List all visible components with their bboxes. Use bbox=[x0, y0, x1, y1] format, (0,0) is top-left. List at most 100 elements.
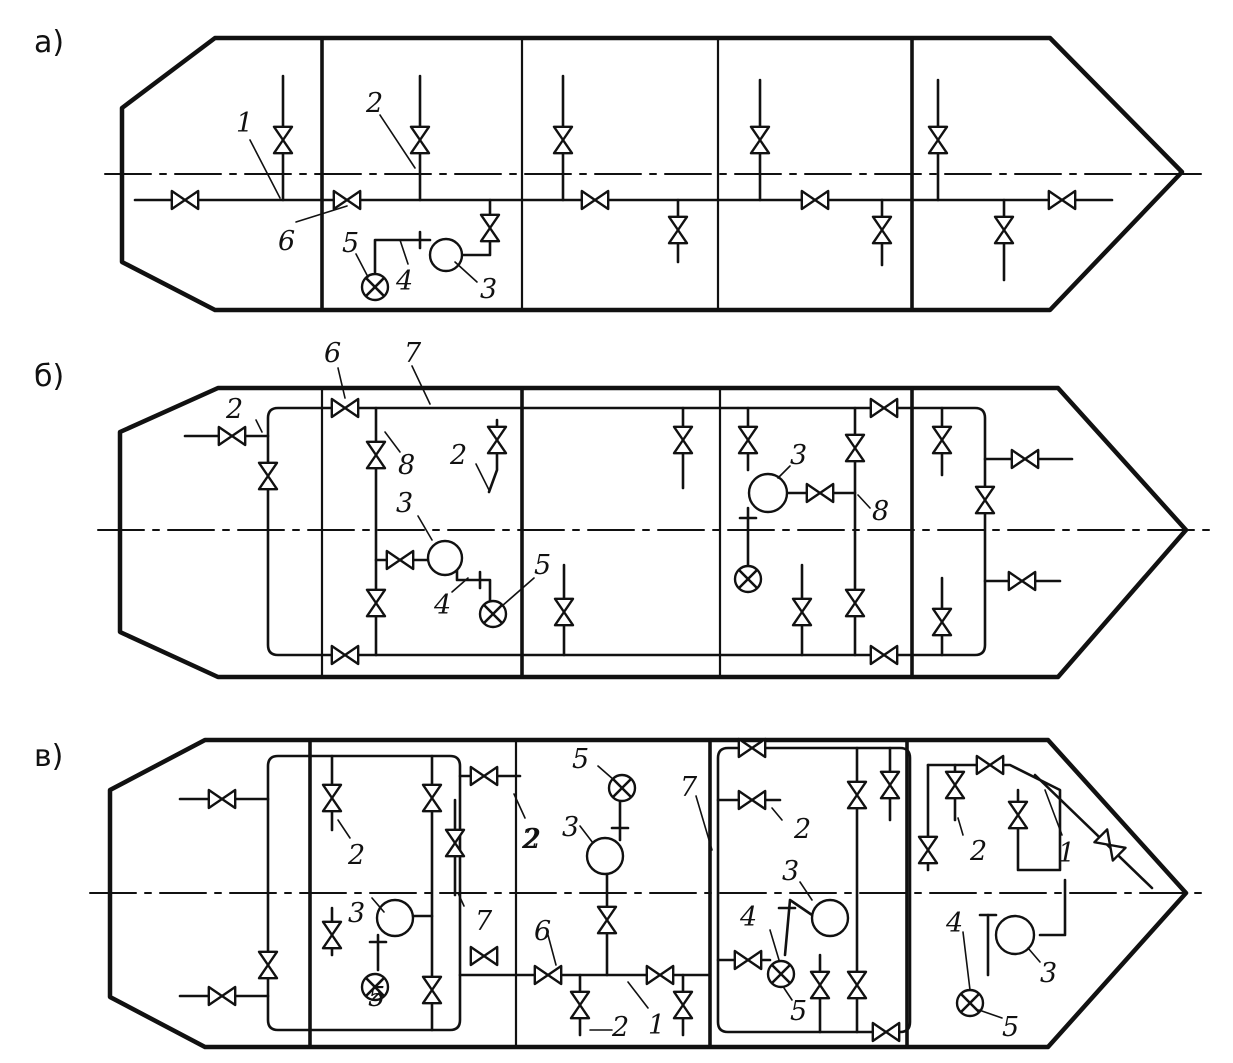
valve-icon bbox=[931, 425, 953, 455]
valve-icon bbox=[879, 770, 901, 800]
valve-icon bbox=[672, 990, 694, 1020]
label-8: 8 bbox=[872, 496, 889, 527]
valve-icon bbox=[672, 425, 694, 455]
valve-icon bbox=[737, 737, 767, 759]
valve-icon bbox=[421, 975, 443, 1005]
valve-icon bbox=[207, 985, 237, 1007]
pump-icon bbox=[747, 472, 789, 514]
label-5: 5 bbox=[534, 550, 551, 581]
label-2: 2 bbox=[225, 394, 243, 425]
label-3: 3 bbox=[790, 440, 807, 471]
valve-icon bbox=[321, 920, 343, 950]
valve-icon bbox=[409, 125, 431, 155]
panel-label-b: б) bbox=[34, 359, 64, 394]
label-5: 5 bbox=[342, 228, 359, 259]
main-pipeline bbox=[1033, 773, 1154, 890]
valve-icon bbox=[385, 549, 415, 571]
label-7: 7 bbox=[680, 772, 698, 803]
label-1: 1 bbox=[1058, 838, 1075, 869]
valve-icon bbox=[217, 425, 247, 447]
valve-icon bbox=[207, 788, 237, 810]
label-3: 3 bbox=[480, 274, 497, 305]
pump-icon bbox=[994, 914, 1036, 956]
valve-icon bbox=[805, 482, 835, 504]
ring-main bbox=[266, 406, 987, 657]
label-4: 4 bbox=[433, 590, 451, 621]
label-6: 6 bbox=[534, 916, 551, 947]
label-2: 2 bbox=[611, 1012, 629, 1043]
pump-pipe bbox=[783, 898, 814, 957]
valve-icon bbox=[869, 644, 899, 666]
filter-icon bbox=[607, 773, 637, 803]
label-3: 3 bbox=[562, 812, 579, 843]
valve-icon bbox=[737, 425, 759, 455]
valve-icon bbox=[800, 189, 830, 211]
label-5: 5 bbox=[368, 982, 385, 1013]
valve-icon bbox=[993, 215, 1015, 245]
panel-label-a: а) bbox=[34, 25, 64, 60]
label-5: 5 bbox=[790, 996, 807, 1027]
ring-main bbox=[266, 754, 462, 1032]
valve-icon bbox=[809, 970, 831, 1000]
valve-icon bbox=[365, 588, 387, 618]
valve-icon bbox=[737, 789, 767, 811]
valve-icon bbox=[533, 964, 563, 986]
valve-icon bbox=[321, 783, 343, 813]
valve-icon bbox=[927, 125, 949, 155]
filter-icon bbox=[360, 272, 390, 302]
valve-icon bbox=[1047, 189, 1077, 211]
valve-icon bbox=[733, 949, 763, 971]
valve-icon bbox=[421, 783, 443, 813]
valve-icon bbox=[975, 754, 1005, 776]
label-5: 5 bbox=[572, 744, 589, 775]
label-4: 4 bbox=[739, 902, 757, 933]
label-1: 1 bbox=[648, 1010, 665, 1041]
valve-icon bbox=[170, 189, 200, 211]
valve-icon bbox=[330, 397, 360, 419]
filter-icon bbox=[955, 988, 985, 1018]
valve-icon bbox=[931, 607, 953, 637]
valve-icon bbox=[580, 189, 610, 211]
label-8: 8 bbox=[398, 450, 415, 481]
valve-icon bbox=[917, 835, 939, 865]
label-2: 2 bbox=[347, 840, 365, 871]
label-3: 3 bbox=[782, 856, 799, 887]
valve-icon bbox=[553, 597, 575, 627]
valve-icon bbox=[596, 905, 618, 935]
valve-icon bbox=[1010, 448, 1040, 470]
valve-icon bbox=[645, 964, 675, 986]
label-3: 3 bbox=[396, 488, 413, 519]
pump-pipe bbox=[373, 238, 432, 274]
valve-icon bbox=[1007, 800, 1029, 830]
valve-icon bbox=[486, 425, 508, 455]
pump-icon bbox=[375, 898, 415, 938]
panel-b: 2 6 7 8 2 3 3 8 4 5 bbox=[97, 338, 1211, 680]
valve-icon bbox=[944, 770, 966, 800]
label-7: 7 bbox=[404, 338, 422, 369]
pump-pipe bbox=[1038, 878, 1067, 937]
pump-icon bbox=[585, 836, 625, 876]
label-4: 4 bbox=[945, 908, 963, 939]
valve-icon bbox=[667, 215, 689, 245]
valve-icon bbox=[846, 780, 868, 810]
label-3: 3 bbox=[1040, 958, 1057, 989]
valve-icon bbox=[552, 125, 574, 155]
valve-icon bbox=[257, 461, 279, 491]
filter-icon bbox=[478, 599, 508, 629]
valve-icon bbox=[871, 215, 893, 245]
pump-icon bbox=[428, 237, 464, 273]
label-3: 3 bbox=[348, 898, 365, 929]
panel-a: 1 2 6 5 4 3 bbox=[104, 35, 1211, 313]
pump-icon bbox=[810, 898, 850, 938]
valve-icon bbox=[844, 433, 866, 463]
valve-icon bbox=[569, 990, 591, 1020]
panel-label-c: в) bbox=[34, 739, 63, 774]
valve-icon bbox=[257, 950, 279, 980]
valve-icon bbox=[479, 213, 501, 243]
label-2: 2 bbox=[521, 824, 539, 855]
valve-icon bbox=[974, 485, 996, 515]
valve-icon bbox=[871, 1021, 901, 1043]
valve-icon bbox=[365, 440, 387, 470]
filter-icon bbox=[360, 972, 390, 1002]
